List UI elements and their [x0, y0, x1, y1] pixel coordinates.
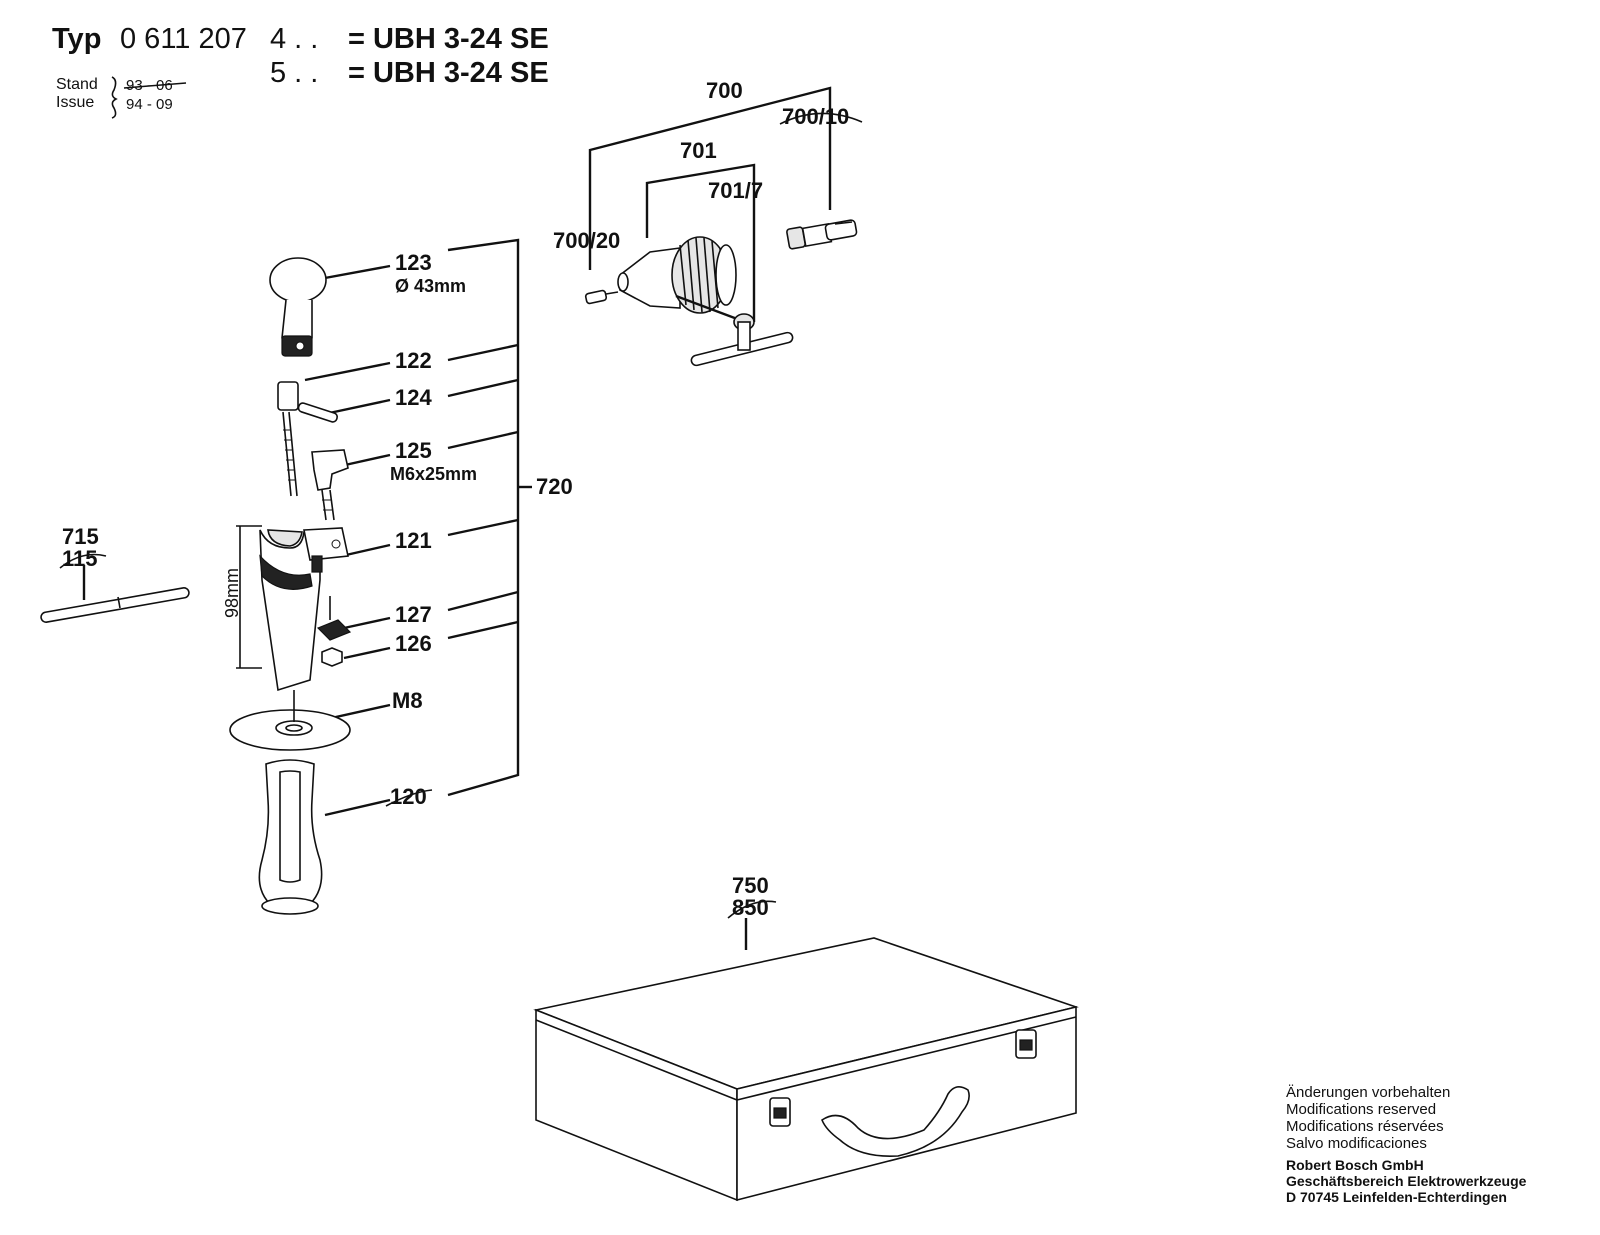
chuck-tip [617, 272, 629, 292]
leader-120 [324, 798, 391, 817]
clamp-bolt-icon [277, 381, 299, 497]
leader-125 [344, 453, 391, 467]
leader-127-top [447, 590, 519, 612]
leader-127 [343, 616, 391, 630]
leader-126 [343, 646, 391, 660]
label-124: 124 [395, 385, 432, 410]
label-m8: M8 [392, 688, 423, 713]
label-125-note: M6x25mm [390, 464, 477, 484]
label-715: 715 [62, 524, 99, 549]
square-plate-icon [316, 596, 352, 641]
carry-case-icon [533, 937, 1079, 1202]
footer-line-2: Modifications reserved [1286, 1101, 1436, 1118]
guard-disc-icon [229, 690, 351, 751]
chuck-key-icon [675, 294, 794, 367]
strike-850 [727, 900, 777, 919]
cross-pin-icon [297, 402, 339, 423]
bracket-700 [588, 86, 832, 270]
case-latch-right-icon [1015, 1029, 1037, 1059]
footer-block: Änderungen vorbehalten Modifications res… [1286, 1084, 1527, 1205]
label-720: 720 [536, 474, 573, 499]
leader-126-top [447, 620, 519, 640]
leader-125-top [447, 430, 519, 450]
label-700: 700 [706, 78, 743, 103]
label-701-7: 701/7 [708, 178, 763, 203]
stand-label: Stand [56, 76, 98, 93]
footer-line-1: Änderungen vorbehalten [1286, 1084, 1450, 1101]
case-latch-left-icon [769, 1097, 791, 1127]
bracket-701 [645, 163, 756, 322]
leader-122 [304, 361, 391, 382]
leader-121 [345, 543, 391, 557]
chuck-back [715, 244, 737, 306]
wing-screw-icon [311, 449, 349, 521]
label-750: 750 [732, 873, 769, 898]
case-front-side [736, 1005, 1077, 1202]
typ-number: 0 611 207 [120, 23, 247, 55]
dimension-98mm [236, 525, 262, 669]
label-121: 121 [395, 528, 432, 553]
label-126: 126 [395, 631, 432, 656]
holder-body-icon [259, 527, 349, 692]
label-700-20: 700/20 [553, 228, 620, 253]
label-700-10: 700/10 [782, 104, 849, 129]
chuck-screw-icon [584, 289, 619, 305]
clamp-band-icon [269, 257, 327, 357]
sds-adapter-icon [786, 219, 858, 250]
brace-icon [111, 76, 118, 119]
leader-121-top [447, 518, 519, 537]
callout-labels: 700 700/10 701 701/7 700/20 123 Ø 43mm 1… [59, 78, 863, 920]
leader-124-top [447, 378, 519, 398]
case-lid-seam-left [535, 1019, 738, 1101]
case-handle-icon [821, 1086, 970, 1157]
label-122: 122 [395, 348, 432, 373]
variant-suffix-1: 4 . . [270, 23, 318, 55]
hex-nut-icon [321, 647, 343, 667]
drill-chuck-assembly [584, 219, 858, 367]
label-127: 127 [395, 602, 432, 627]
label-98mm: 98mm [222, 568, 242, 618]
label-701: 701 [680, 138, 717, 163]
header-block: Typ 0 611 207 4 . . = UBH 3-24 SE 5 . . … [52, 23, 549, 119]
strike-line [123, 82, 187, 89]
company-address: D 70745 Leinfelden-Echterdingen [1286, 1189, 1507, 1205]
label-850: 850 [732, 895, 769, 920]
grip-handle-icon [258, 759, 323, 915]
issue-date: 94 - 09 [126, 96, 173, 113]
variant-suffix-2: 5 . . [270, 57, 318, 89]
chuck-nose [619, 247, 681, 309]
company-division: Geschäftsbereich Elektrowerkzeuge [1286, 1173, 1527, 1189]
label-125: 125 [395, 438, 432, 463]
strike-115 [59, 553, 107, 569]
label-115: 115 [62, 546, 98, 571]
label-123: 123 [395, 250, 432, 275]
variant-model-2: = UBH 3-24 SE [348, 57, 549, 89]
bracket-720 [447, 238, 520, 797]
strike-700-10 [779, 112, 863, 125]
leader-122-top [447, 343, 519, 362]
issue-label: Issue [56, 94, 94, 111]
typ-label: Typ [52, 23, 101, 55]
depth-rod-icon [40, 587, 190, 623]
footer-line-4: Salvo modificaciones [1286, 1135, 1427, 1152]
footer-line-3: Modifications réservées [1286, 1118, 1444, 1135]
strike-120 [385, 789, 433, 807]
label-123-note: Ø 43mm [395, 276, 466, 296]
company-name: Robert Bosch GmbH [1286, 1157, 1424, 1173]
aux-handle-assembly [40, 257, 352, 915]
variant-model-1: = UBH 3-24 SE [348, 23, 549, 55]
callout-brackets [82, 86, 832, 950]
